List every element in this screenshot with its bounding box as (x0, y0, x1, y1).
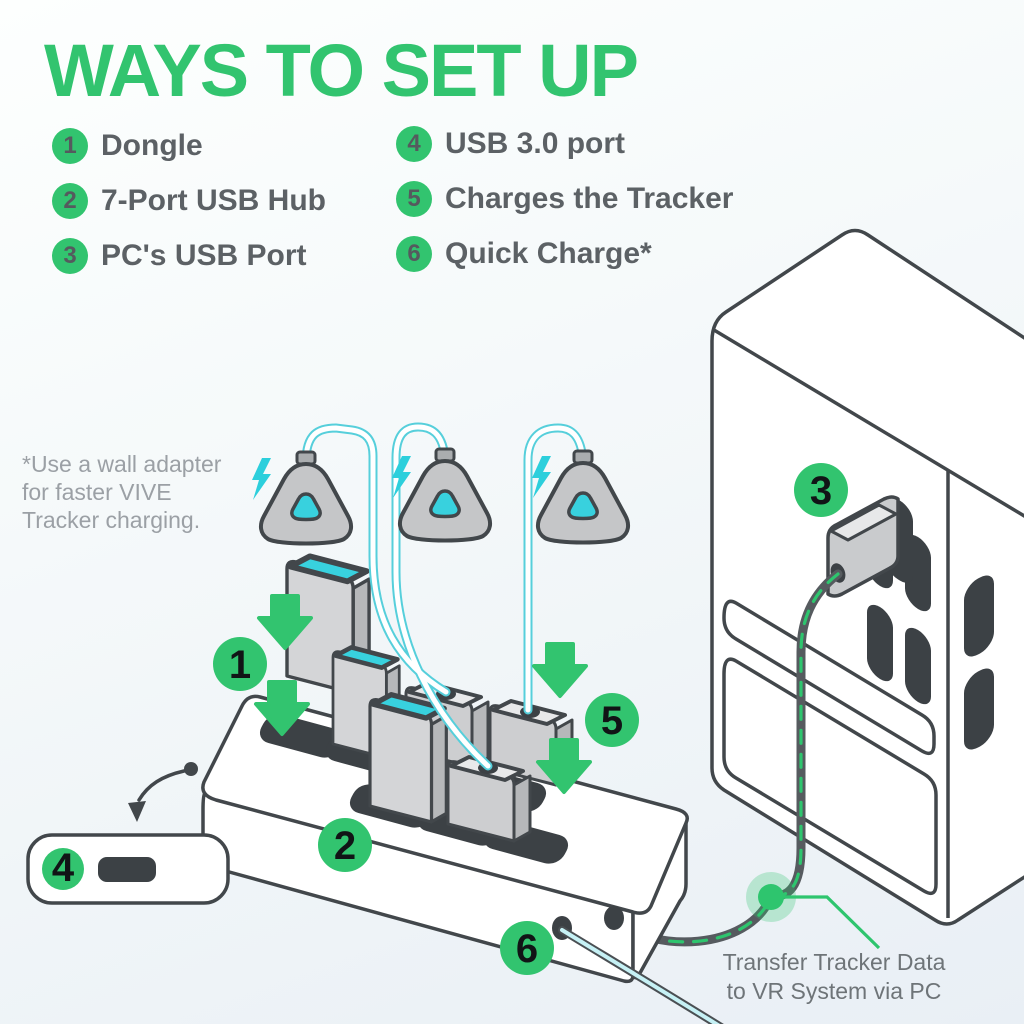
legend-number-badge: 1 (52, 128, 88, 164)
legend-item-pc-usb-port: 3 PC's USB Port (52, 238, 326, 274)
note-line: *Use a wall adapter (22, 451, 222, 477)
legend-label: Quick Charge* (445, 237, 652, 270)
note-line: for faster VIVE (22, 479, 172, 505)
dongle (370, 695, 446, 822)
legend-number-badge: 4 (396, 126, 432, 162)
transfer-data-label: Transfer Tracker Data to VR System via P… (688, 948, 980, 1006)
vive-tracker (397, 447, 493, 543)
svg-text:1: 1 (229, 643, 251, 687)
legend-number-badge: 5 (396, 181, 432, 217)
pc-tower (710, 228, 1024, 926)
callout-anchor-dot (184, 762, 198, 776)
legend-number-badge: 3 (52, 238, 88, 274)
transfer-line: Transfer Tracker Data (722, 949, 946, 975)
legend-column-right: 4 USB 3.0 port 5 Charges the Tracker 6 Q… (396, 126, 733, 272)
legend-number-badge: 6 (396, 236, 432, 272)
legend-item-usb3-port: 4 USB 3.0 port (396, 126, 733, 162)
badge-3: 3 (794, 463, 848, 517)
usb3-port-shape (98, 857, 156, 882)
badge-5: 5 (585, 693, 639, 747)
lightning-icon (532, 456, 551, 498)
vive-tracker (535, 449, 631, 545)
legend-label: Charges the Tracker (445, 182, 734, 215)
curved-arrow-head (128, 801, 146, 822)
svg-text:6: 6 (516, 927, 538, 971)
wall-adapter-note: *Use a wall adapter for faster VIVE Trac… (22, 450, 252, 534)
svg-text:2: 2 (334, 824, 356, 868)
pc-front-panel-upper (722, 599, 936, 756)
badge-4: 4 (42, 846, 84, 890)
badge-6: 6 (500, 921, 554, 975)
svg-text:3: 3 (810, 469, 832, 513)
badge-1: 1 (213, 637, 267, 691)
legend-label: Dongle (101, 129, 203, 162)
legend-item-charges-tracker: 5 Charges the Tracker (396, 181, 733, 217)
transfer-line: to VR System via PC (726, 978, 942, 1004)
legend-item-quick-charge: 6 Quick Charge* (396, 236, 733, 272)
tracker-charge-cables (301, 422, 588, 771)
page-title: WAYS TO SET UP (44, 29, 639, 112)
usb3-port-callout: 4 (26, 762, 230, 905)
pc-front-panel-lower (722, 657, 938, 896)
pc-usb-connector (826, 495, 900, 598)
transfer-callout (746, 872, 881, 950)
vive-tracker (258, 450, 354, 546)
legend-label: USB 3.0 port (445, 127, 626, 160)
badge-2: 2 (318, 818, 372, 872)
note-line: Tracker charging. (22, 507, 201, 533)
svg-text:5: 5 (601, 699, 623, 743)
legend-item-dongle: 1 Dongle (52, 128, 326, 164)
legend-column-left: 1 Dongle 2 7-Port USB Hub 3 PC's USB Por… (52, 128, 326, 274)
quick-charge-cable (558, 926, 724, 1024)
legend-label: PC's USB Port (101, 239, 307, 272)
lightning-icon (252, 458, 271, 500)
data-cable (612, 569, 843, 947)
legend-item-usb-hub: 2 7-Port USB Hub (52, 183, 326, 219)
legend-number-badge: 2 (52, 183, 88, 219)
hub-data-port (604, 906, 624, 930)
legend-label: 7-Port USB Hub (101, 184, 326, 217)
svg-text:4: 4 (52, 846, 75, 890)
down-arrow-icon (532, 642, 588, 698)
